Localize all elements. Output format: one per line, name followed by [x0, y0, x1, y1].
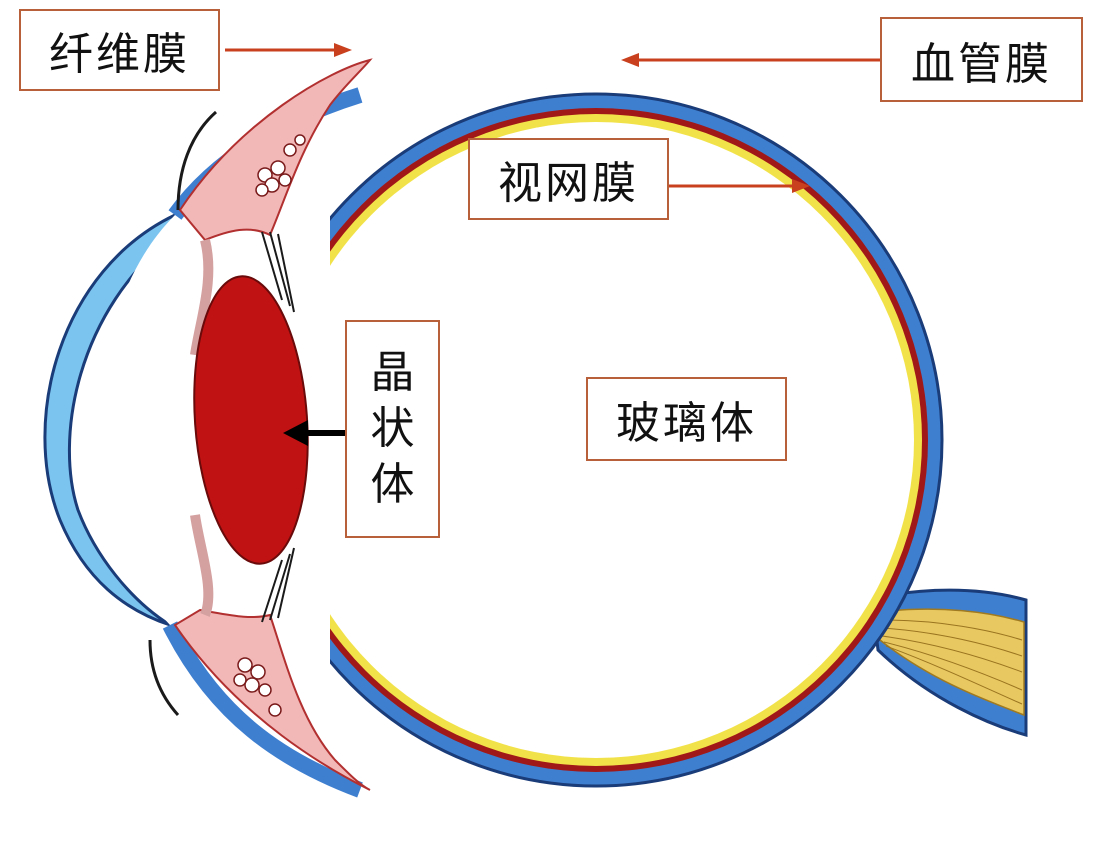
ciliary-body-bottom: [173, 608, 371, 791]
label-fibrous-tunic-text: 纤维膜: [49, 29, 190, 80]
eyelid-top: [176, 110, 217, 211]
ciliary-processes-top: [255, 134, 306, 197]
arrow-fibrous-tunic: [225, 43, 352, 57]
nerve-fiber-lines: [881, 619, 1023, 705]
label-fibrous-tunic: 纤维膜: [19, 9, 220, 91]
lens: [193, 275, 309, 565]
label-vascular-tunic-text: 血管膜: [911, 38, 1052, 90]
label-lens-char-2: 状: [370, 403, 415, 454]
sclera-front-bottom: [162, 621, 363, 798]
arrow-vascular-tunic: [621, 53, 880, 67]
label-vitreous-body-text: 玻璃体: [616, 398, 757, 449]
ciliary-body-top: [178, 58, 373, 242]
label-retina: 视网膜: [468, 138, 669, 220]
label-lens: 晶 状 体: [345, 320, 440, 538]
ciliary-processes-bottom: [233, 657, 282, 717]
label-retina-text: 视网膜: [498, 158, 639, 209]
eyelid-bottom: [148, 639, 180, 717]
zonule-fibers: [261, 231, 295, 623]
label-vascular-tunic: 血管膜: [880, 17, 1083, 102]
iris-bottom: [190, 514, 214, 617]
label-lens-char-3: 体: [370, 459, 415, 510]
label-vitreous-body: 玻璃体: [586, 377, 787, 461]
label-lens-char-1: 晶: [370, 347, 415, 398]
arrow-retina: [668, 179, 810, 193]
iris-top: [190, 238, 214, 356]
